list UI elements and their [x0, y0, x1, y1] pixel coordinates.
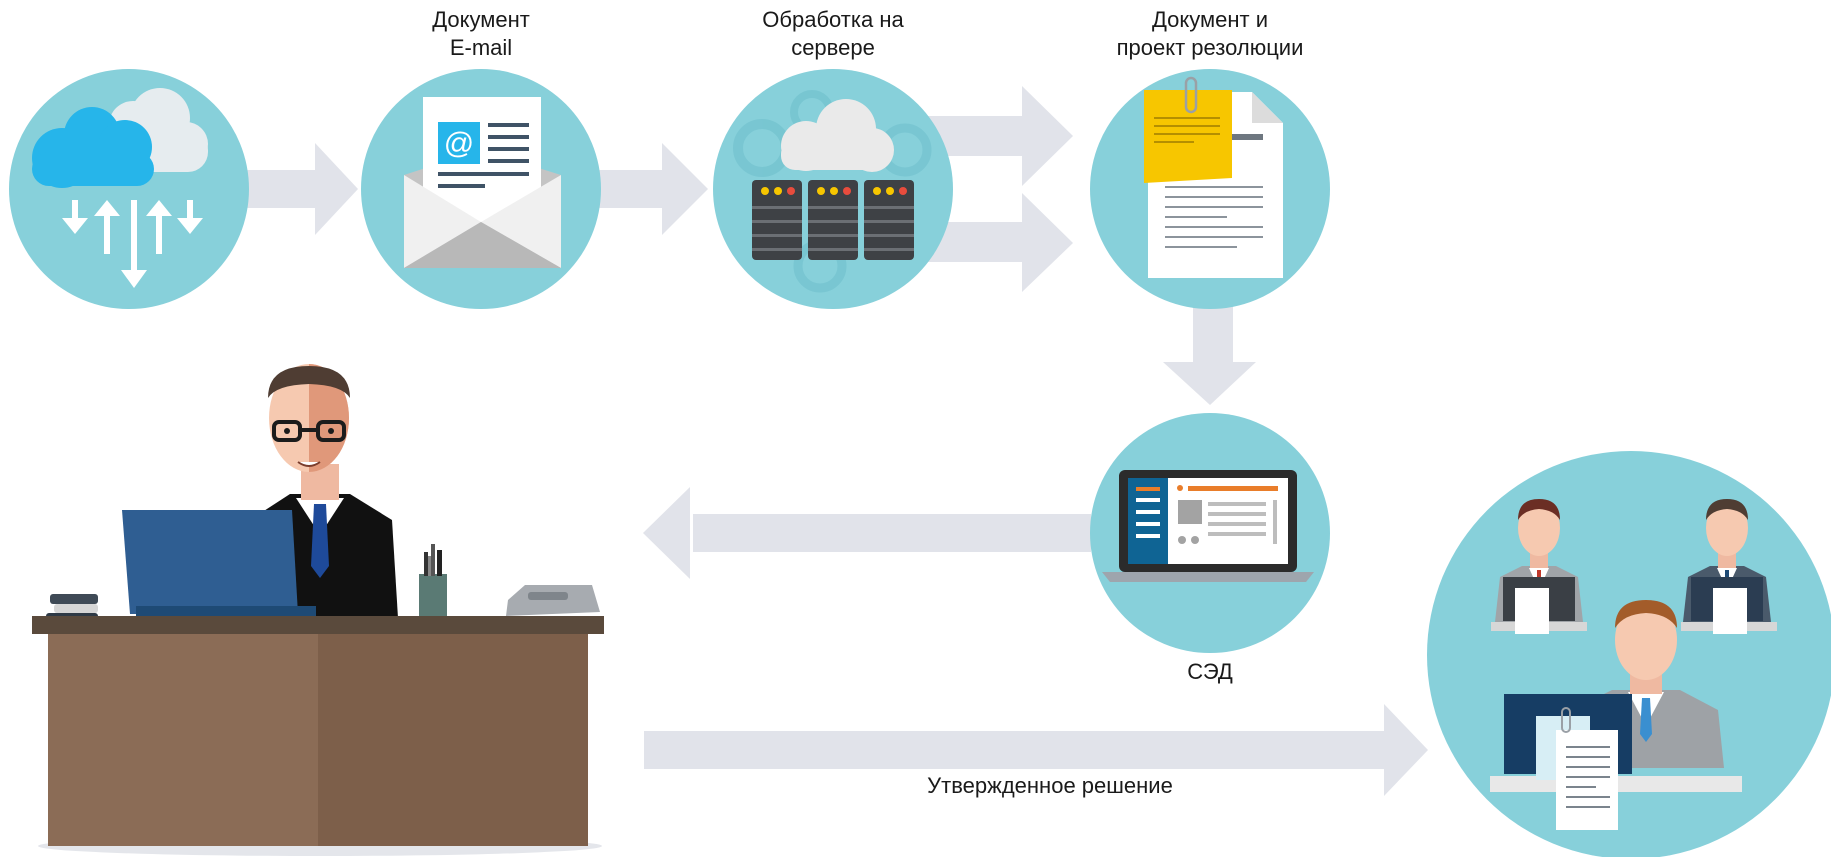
email-label-line2: E-mail: [449, 35, 513, 60]
server-node: [713, 69, 953, 309]
envelope-icon: @: [404, 97, 561, 268]
desk: [32, 616, 604, 846]
email-label: Документ E-mail: [381, 6, 581, 62]
team-node: [1427, 451, 1831, 857]
glasses-icon: [272, 420, 346, 442]
cloud-blue-icon: [32, 107, 154, 188]
document-label: Документ и проект резолюции: [1085, 6, 1335, 62]
phone-icon: [506, 585, 600, 616]
pen-holder-icon: [419, 544, 447, 616]
email-label-line1: Документ: [432, 7, 530, 32]
sed-node: [1090, 413, 1330, 653]
sync-arrows-icon: [62, 200, 203, 288]
sticky-note-icon: [1144, 90, 1232, 183]
document-label-line2: проект резолюции: [1116, 35, 1304, 60]
employee-front-icon: [1490, 600, 1742, 830]
employee-right-icon: [1681, 499, 1777, 634]
laptop-on-desk-icon: [122, 510, 316, 616]
arrow-doc-to-sed: [1163, 300, 1256, 405]
arrow-cloud-to-email: [245, 143, 358, 235]
cloud-icon: [781, 99, 894, 172]
approved-decision-label: Утвержденное решение: [927, 773, 1173, 798]
server-label: Обработка на сервере: [733, 6, 933, 62]
arrow-manager-to-team: [644, 704, 1428, 796]
laptop-icon: [1102, 470, 1314, 582]
arrow-email-to-server: [598, 143, 708, 235]
server-label-line1: Обработка на: [762, 7, 904, 32]
document-resolution-node: [1090, 69, 1330, 309]
document-label-line1: Документ и: [1152, 7, 1268, 32]
server-rack-icon: [752, 180, 914, 260]
sed-label: СЭД: [1187, 659, 1233, 684]
email-node: @: [361, 69, 601, 309]
paperclip-icon: [1184, 76, 1198, 114]
arrow-sed-to-manager: [643, 487, 1091, 579]
cloud-sync-node: [9, 69, 249, 309]
server-label-line2: сервере: [791, 35, 875, 60]
manager-at-desk: [32, 364, 604, 856]
employee-left-icon: [1491, 499, 1587, 634]
at-sign-icon: @: [444, 127, 474, 160]
